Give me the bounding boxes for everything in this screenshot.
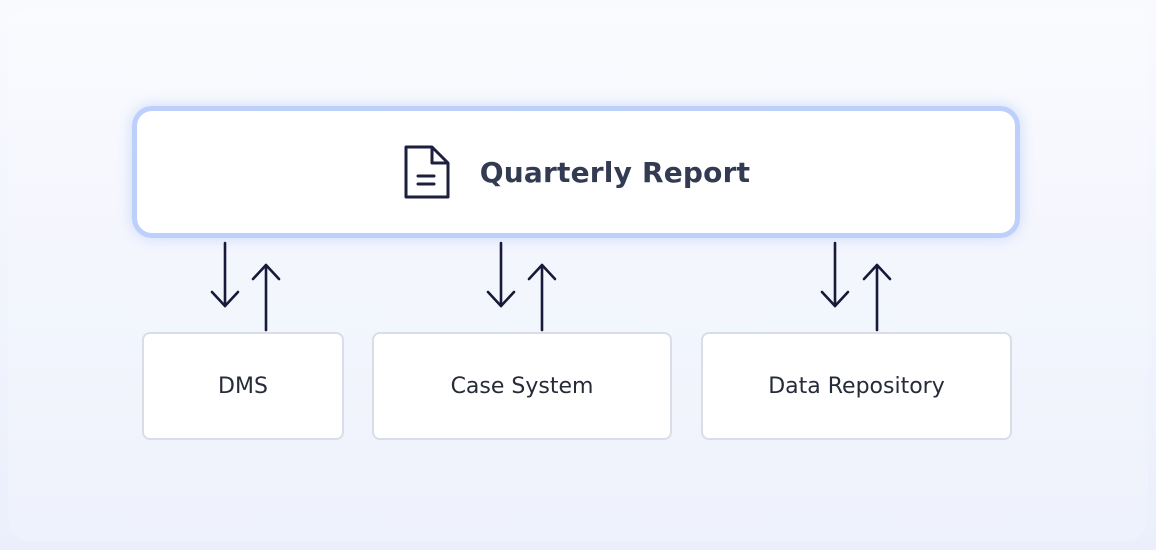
case-system-node-label: Case System [450,373,594,399]
document-icon [404,145,450,199]
case-system-node[interactable]: Case System [372,332,672,440]
dms-node[interactable]: DMS [142,332,344,440]
dms-node-label: DMS [218,373,268,399]
main-node-title: Quarterly Report [479,155,751,189]
data-repository-node[interactable]: Data Repository [701,332,1012,440]
background-frame [8,8,1148,542]
data-repository-node-label: Data Repository [768,373,945,399]
quarterly-report-node[interactable]: Quarterly Report [132,106,1020,238]
